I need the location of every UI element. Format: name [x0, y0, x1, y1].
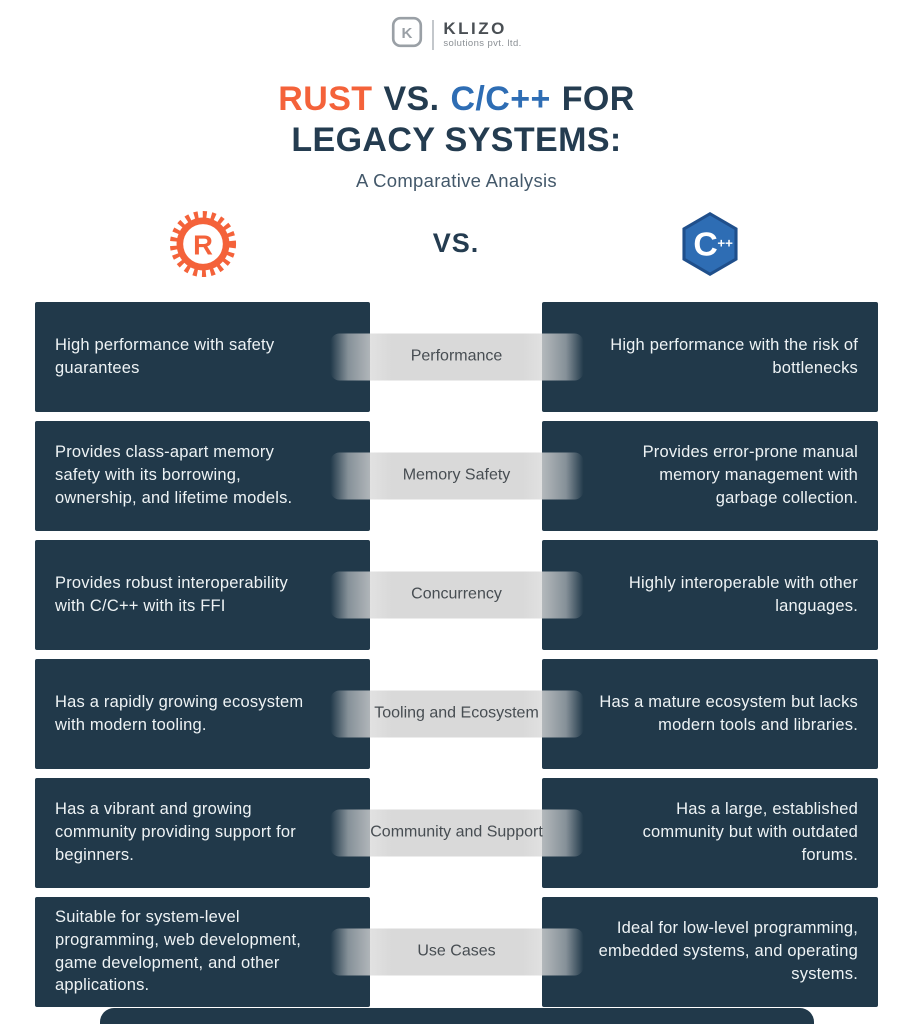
category-pill: Memory Safety	[330, 452, 583, 500]
brand-text: KLIZO solutions pvt. ltd.	[443, 19, 522, 49]
brand-name: KLIZO	[443, 19, 507, 39]
klizo-logo-icon: K	[391, 16, 423, 53]
brand-divider	[432, 19, 435, 50]
category-pill: Performance	[330, 333, 583, 381]
rust-point: Has a vibrant and growing community prov…	[35, 777, 370, 888]
cpp-point: Highly interoperable with other language…	[542, 539, 878, 650]
category-pill: Tooling and Ecosystem	[330, 690, 583, 738]
category-pill: Community and Support	[330, 809, 583, 857]
comparison-row-memory-safety: Provides class-apart memory safety with …	[35, 420, 878, 531]
comparison-row-concurrency: Provides robust interoperability with C/…	[35, 539, 878, 650]
title-rust: RUST	[278, 80, 373, 118]
versus-label: VS.	[432, 228, 480, 259]
title-vs: VS.	[383, 80, 440, 118]
svg-text:C: C	[693, 225, 717, 263]
rust-logo-icon: R	[35, 210, 370, 278]
cpp-point: Provides error-prone manual memory manag…	[542, 420, 878, 531]
page-subtitle: A Comparative Analysis	[356, 169, 557, 191]
page-title-line2: LEGACY SYSTEMS:	[291, 120, 622, 159]
category-pill: Use Cases	[330, 928, 583, 976]
svg-text:K: K	[402, 25, 413, 42]
page-title-line1: RUST VS. C/C++ FOR	[35, 79, 878, 120]
comparison-row-performance: High performance with safety guarantees …	[35, 301, 878, 412]
rust-point: Has a rapidly growing ecosystem with mod…	[35, 658, 370, 769]
comparison-row-community-support: Has a vibrant and growing community prov…	[35, 777, 878, 888]
cpp-point: Has a mature ecosystem but lacks modern …	[542, 658, 878, 769]
page-title: RUST VS. C/C++ FOR LEGACY SYSTEMS:	[35, 79, 878, 161]
klizo-brand: K KLIZO solutions pvt. ltd.	[35, 16, 878, 53]
comparison-table: High performance with safety guarantees …	[35, 301, 878, 1007]
comparison-row-use-cases: Suitable for system-level programming, w…	[35, 896, 878, 1007]
infographic: K KLIZO solutions pvt. ltd. RUST VS. C/C…	[35, 0, 878, 1007]
rust-point: Suitable for system-level programming, w…	[35, 896, 370, 1007]
svg-text:R: R	[193, 229, 213, 260]
rust-point: Provides class-apart memory safety with …	[35, 420, 370, 531]
brand-tagline: solutions pvt. ltd.	[443, 37, 522, 49]
title-cpp: C/C++	[450, 80, 551, 118]
rust-point: Provides robust interoperability with C/…	[35, 539, 370, 650]
svg-text:++: ++	[717, 235, 733, 250]
rust-point: High performance with safety guarantees	[35, 301, 370, 412]
footer-bar	[99, 1008, 814, 1024]
comparison-row-tooling-ecosystem: Has a rapidly growing ecosystem with mod…	[35, 658, 878, 769]
category-pill: Concurrency	[330, 571, 583, 619]
cpp-point: High performance with the risk of bottle…	[542, 301, 878, 412]
cpp-logo-icon: C ++	[542, 210, 878, 278]
title-for: FOR	[561, 80, 635, 118]
versus-row: R VS. C ++	[35, 210, 878, 278]
cpp-point: Has a large, established community but w…	[542, 777, 878, 888]
cpp-point: Ideal for low-level programming, embedde…	[542, 896, 878, 1007]
